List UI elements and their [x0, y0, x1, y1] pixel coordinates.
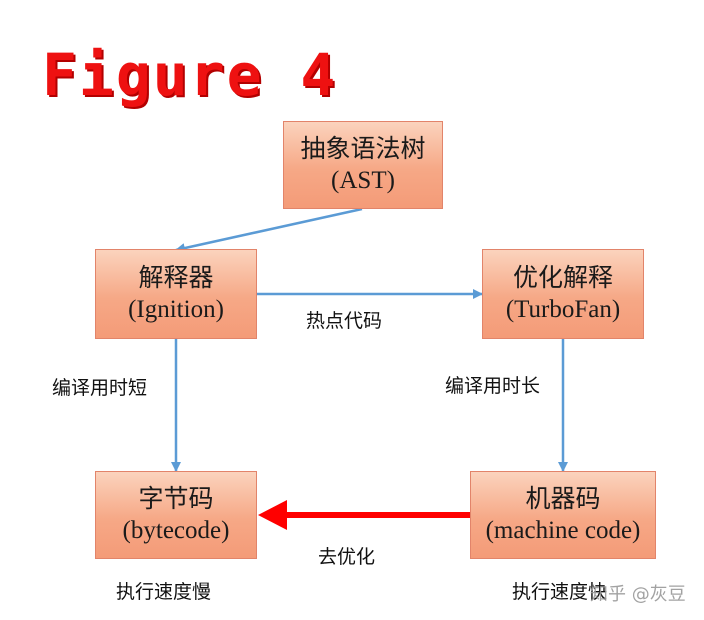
node-ignition-label-zh: 解释器 — [138, 263, 214, 292]
node-ignition-label-en: (Ignition) — [128, 296, 224, 323]
node-bytecode: 字节码 (bytecode) — [95, 471, 257, 559]
edge-label-deopt: 去优化 — [318, 546, 376, 568]
caption-slow: 执行速度慢 — [116, 581, 212, 603]
figure-title: Figure 4 — [42, 41, 338, 109]
caption-fast: 执行速度快 — [512, 581, 608, 603]
node-bytecode-label-en: (bytecode) — [122, 517, 230, 544]
deopt-arrow-head — [258, 500, 287, 530]
node-turbofan-label-en: (TurboFan) — [505, 296, 621, 323]
node-turbofan: 优化解释 (TurboFan) — [482, 249, 644, 339]
node-ast: 抽象语法树 (AST) — [283, 121, 443, 209]
edge-label-compile-short: 编译用时短 — [52, 377, 148, 399]
node-machine-code: 机器码 (machine code) — [470, 471, 656, 559]
watermark: 知乎 @灰豆 — [590, 584, 686, 605]
node-machine-code-label-en: (machine code) — [485, 517, 641, 544]
node-turbofan-label-zh: 优化解释 — [512, 263, 613, 292]
node-ast-label-en: (AST) — [331, 167, 395, 194]
node-bytecode-label-zh: 字节码 — [138, 484, 214, 513]
node-ast-label-zh: 抽象语法树 — [300, 134, 426, 163]
node-machine-code-label-zh: 机器码 — [525, 484, 601, 513]
edge-label-hot-code: 热点代码 — [306, 310, 383, 332]
node-ignition: 解释器 (Ignition) — [95, 249, 257, 339]
edge-ast-to-ignition — [175, 207, 363, 253]
edge-label-compile-long: 编译用时长 — [445, 375, 541, 397]
